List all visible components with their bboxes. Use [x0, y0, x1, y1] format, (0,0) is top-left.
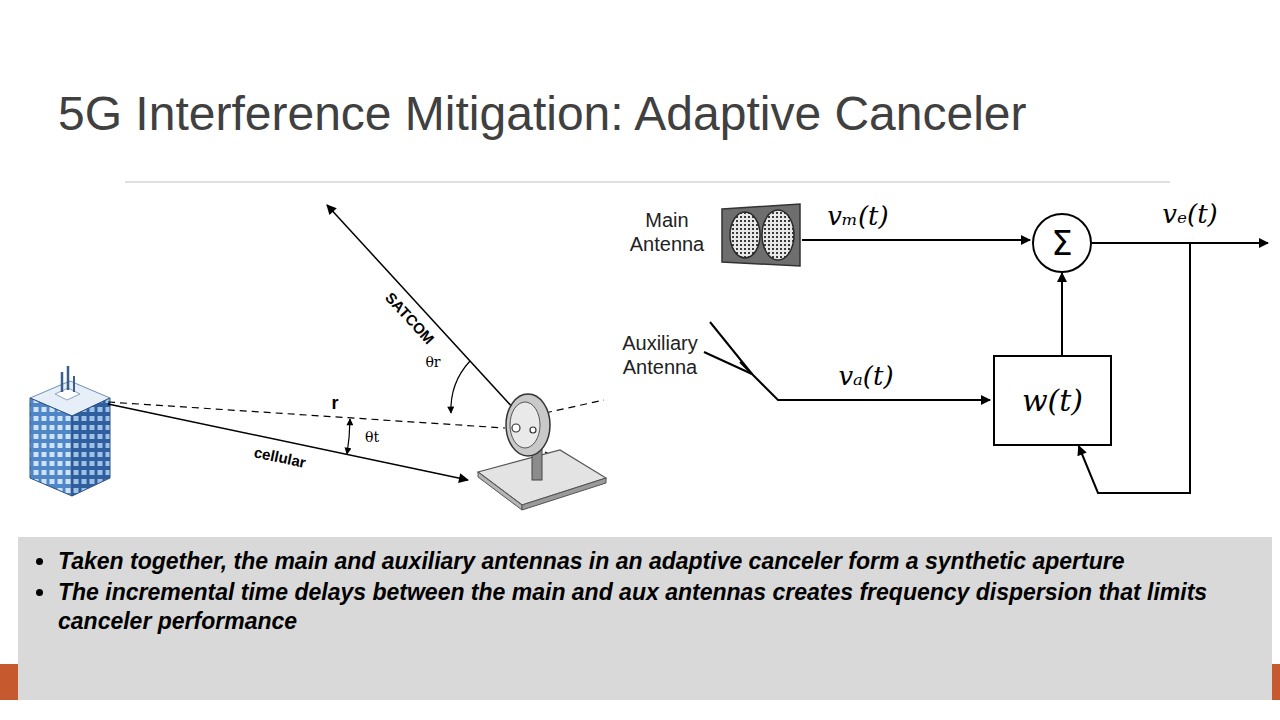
horn-antenna-part — [730, 212, 760, 258]
node-text: w(t) — [1022, 383, 1083, 418]
signal-connector — [1061, 273, 1063, 355]
building-illustration-part — [72, 398, 110, 496]
satellite-dish-part — [530, 427, 536, 433]
slide-title: 5G Interference Mitigation: Adaptive Can… — [58, 86, 1027, 141]
antenna-label: Main Antenna — [621, 208, 713, 256]
signal-name: vₐ(t) — [838, 361, 893, 391]
horn-antenna-part — [762, 210, 794, 260]
satellite-dish-part — [510, 402, 540, 448]
geometry-lines-part — [545, 400, 604, 413]
signal-name: vₘ(t) — [827, 201, 888, 231]
satellite-dish-part — [522, 478, 606, 510]
angle-label: θt — [365, 429, 379, 445]
dipole-antenna-part — [740, 362, 990, 400]
bullet-dot — [36, 558, 43, 565]
horn-antenna — [722, 204, 800, 266]
geometry-lines — [108, 205, 604, 480]
building-illustration-part — [61, 372, 64, 392]
building-illustration-part — [67, 366, 70, 390]
satellite-dish — [478, 394, 606, 510]
dipole-antenna-part — [710, 322, 752, 374]
link-label: cellular — [253, 443, 308, 471]
building-illustration-part — [30, 398, 72, 496]
title-rule — [125, 181, 1170, 182]
bullet-dot — [36, 589, 43, 596]
link-label: SATCOM — [382, 289, 438, 348]
geometry-lines-part — [108, 402, 505, 428]
geometry-lines-part — [451, 361, 470, 413]
angle-label: θr — [425, 354, 440, 370]
note-band: Taken together, the main and auxiliary a… — [18, 537, 1272, 700]
geometry-lines-part — [108, 404, 468, 480]
range-label: r — [331, 393, 338, 414]
bullet-text: Taken together, the main and auxiliary a… — [58, 547, 1256, 576]
antenna-label: Auxiliary Antenna — [614, 331, 706, 379]
bullet-text: The incremental time delays between the … — [58, 578, 1256, 636]
satellite-dish-part — [506, 394, 550, 456]
summing-junction: Σ — [1032, 213, 1092, 273]
geometry-lines-part — [327, 205, 515, 410]
geometry-lines-part — [347, 419, 350, 454]
building-illustration — [30, 366, 110, 496]
building-illustration-part — [73, 376, 75, 392]
signal-wires-part — [802, 239, 1030, 241]
satellite-dish-part — [478, 472, 522, 510]
weight-box: w(t) — [993, 355, 1112, 446]
node-text: Σ — [1051, 226, 1072, 260]
signal-name: vₑ(t) — [1162, 199, 1218, 229]
dipole-antenna-part — [704, 352, 752, 374]
dipole-antenna — [704, 322, 990, 400]
horn-antenna-part — [722, 204, 800, 266]
satellite-dish-part — [512, 424, 520, 432]
